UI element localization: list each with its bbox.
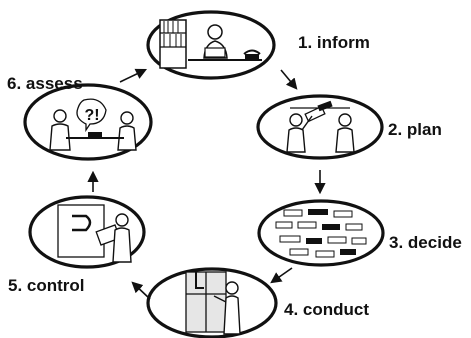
step-text: decide	[407, 233, 462, 252]
arrow-inform-to-plan	[280, 69, 298, 90]
step-label-conduct: 4. conduct	[284, 300, 369, 320]
arrow-conduct-to-control	[131, 281, 151, 300]
step-number: 3.	[389, 233, 404, 252]
step-number: 4.	[284, 300, 299, 319]
step-3-illustration	[257, 199, 385, 267]
question-exclamation-bubble: ?!	[84, 107, 99, 124]
step-label-decide: 3. decide	[389, 233, 462, 253]
arrow-decide-to-conduct	[270, 267, 293, 284]
step-label-plan: 2. plan	[388, 120, 442, 140]
step-text: plan	[406, 120, 442, 139]
step-number: 5.	[8, 276, 23, 295]
step-number: 6.	[7, 74, 22, 93]
step-number: 1.	[298, 33, 313, 52]
step-text: control	[26, 276, 85, 295]
step-6-illustration: ?!	[23, 83, 153, 161]
step-text: conduct	[302, 300, 370, 319]
step-number: 2.	[388, 120, 403, 139]
step-label-control: 5. control	[8, 276, 85, 296]
cycle-arrows	[87, 68, 326, 300]
step-4-illustration	[146, 267, 278, 338]
step-label-assess: 6. assess	[7, 74, 83, 94]
step-1-illustration	[146, 10, 276, 80]
arrow-assess-to-inform	[119, 68, 148, 83]
step-label-inform: 1. inform	[298, 33, 370, 53]
step-text: inform	[316, 33, 370, 52]
step-2-illustration	[256, 94, 384, 160]
step-text: assess	[25, 74, 83, 93]
step-5-illustration	[28, 195, 146, 269]
